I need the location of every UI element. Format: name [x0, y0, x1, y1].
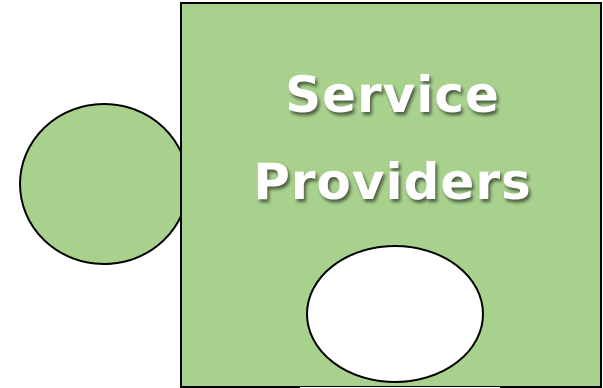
puzzle-bottom-hole [306, 245, 484, 383]
label-line-1: Service [285, 66, 500, 124]
label-line-2: Providers [253, 153, 532, 211]
puzzle-left-tab [19, 103, 189, 265]
